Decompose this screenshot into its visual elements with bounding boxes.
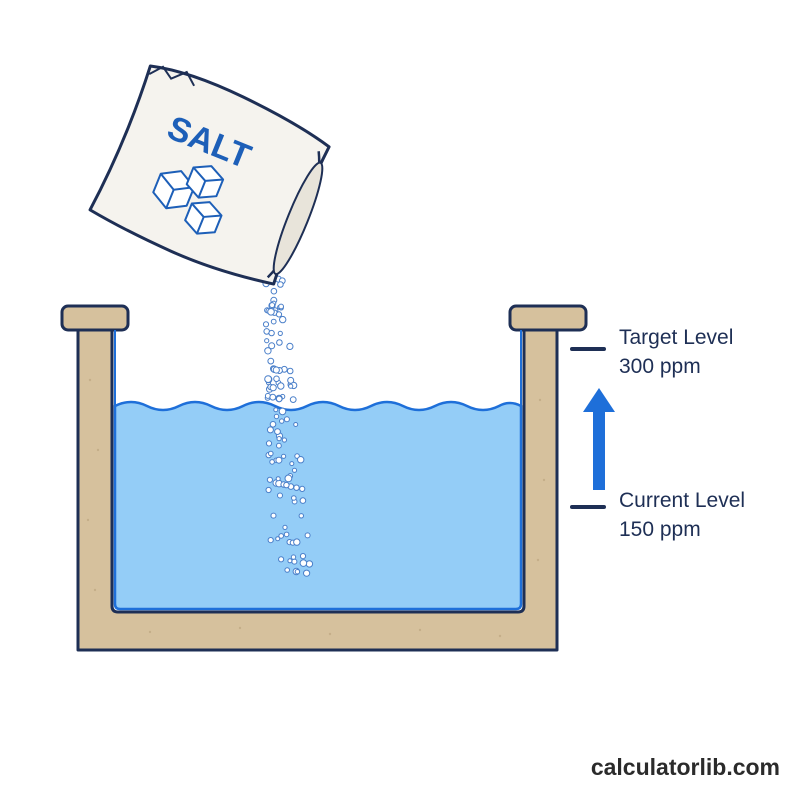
salt-grain (262, 321, 270, 328)
salt-grain (275, 395, 283, 403)
target-level-label: Target Level 300 ppm (619, 323, 733, 381)
current-level-label: Current Level 150 ppm (619, 486, 745, 544)
salt-grain (291, 495, 297, 501)
salt-grain (270, 287, 278, 295)
salt-grain (273, 375, 280, 383)
target-level-title: Target Level (619, 326, 734, 349)
salt-grain (275, 536, 281, 542)
salt-grain (270, 318, 277, 325)
salt-grain (270, 512, 277, 519)
right-coping (508, 304, 588, 332)
salt-grain (268, 342, 276, 350)
salt-grain (279, 418, 285, 424)
salt-grain (283, 416, 290, 423)
salt-grain (277, 281, 284, 288)
salt-grain (297, 456, 305, 464)
salt-grain (278, 556, 285, 563)
salt-grain (278, 407, 287, 416)
salt-grain (299, 559, 308, 567)
salt-grain (286, 342, 294, 350)
salt-grain (281, 437, 287, 443)
salt-grain (282, 524, 288, 531)
salt-grain (290, 554, 297, 560)
target-level-value: 300 ppm (619, 355, 701, 378)
salt-grain (266, 476, 273, 483)
salt-grain (289, 461, 295, 467)
salt-grain (298, 513, 304, 519)
salt-grain (287, 558, 293, 564)
salt-grain (269, 421, 277, 428)
arrow-up-icon (583, 388, 615, 490)
salt-grain (275, 456, 283, 464)
salt-grain (299, 553, 307, 560)
salt-grain (275, 476, 281, 482)
pool-wall (76, 328, 559, 652)
salt-grain (281, 453, 287, 459)
salt-grain (276, 442, 282, 449)
salt-crystal-icon (152, 165, 225, 235)
salt-grain (277, 492, 283, 499)
salt-grain (269, 459, 275, 465)
salt-grain (267, 357, 275, 365)
salt-grain (268, 329, 275, 337)
salt-grain (277, 330, 283, 336)
pool-inner-edge (114, 330, 522, 610)
salt-grain (293, 422, 299, 427)
salt-grain (264, 347, 272, 355)
salt-grain (273, 407, 279, 413)
salt-bag: SALT (88, 64, 331, 286)
salt-grain (291, 558, 298, 565)
current-level-value: 150 ppm (619, 518, 701, 541)
current-level-title: Current Level (619, 489, 746, 512)
salt-grain (276, 339, 283, 346)
salt-grain (265, 486, 272, 494)
salt-grain (286, 367, 294, 375)
salt-grain (265, 440, 273, 447)
salt-grain (269, 302, 276, 309)
salt-grain (279, 315, 287, 324)
salt-grain (264, 338, 270, 344)
salt-grain (283, 531, 290, 538)
pool-water (113, 400, 523, 611)
salt-grain (283, 481, 290, 489)
left-coping (60, 304, 130, 332)
salt-grain (291, 467, 298, 473)
salt-grain (269, 384, 277, 392)
salt-grain (299, 497, 307, 504)
target-level-marker (570, 347, 606, 351)
salt-grain (303, 569, 311, 577)
salt-grain (267, 537, 274, 544)
salt-grain (274, 428, 281, 436)
salt-grain (264, 375, 273, 384)
salt-grain (284, 474, 293, 483)
salt-grain (278, 303, 285, 310)
salt-grain (287, 376, 295, 384)
salt-grain (272, 366, 280, 374)
salt-grain (289, 396, 297, 404)
salt-grain (276, 436, 282, 442)
salt-grain (278, 533, 285, 539)
salt-grain (304, 532, 311, 539)
salt-grain (266, 426, 274, 434)
salt-grain (267, 308, 275, 316)
salt-grain (293, 538, 301, 546)
salt-grain (284, 567, 291, 573)
salt-grain (268, 450, 274, 457)
salt-grain (293, 484, 300, 491)
salt-grain (299, 485, 306, 492)
salt-grain (305, 560, 314, 568)
current-level-marker (570, 505, 606, 509)
salt-grain (294, 569, 301, 575)
salt-grain (288, 383, 294, 389)
site-watermark: calculatorlib.com (590, 754, 780, 780)
salt-grain (275, 311, 283, 318)
wall-texture (86, 378, 546, 638)
salt-grain (273, 413, 280, 420)
salt-grain (277, 382, 285, 390)
salt-grain (269, 393, 277, 401)
